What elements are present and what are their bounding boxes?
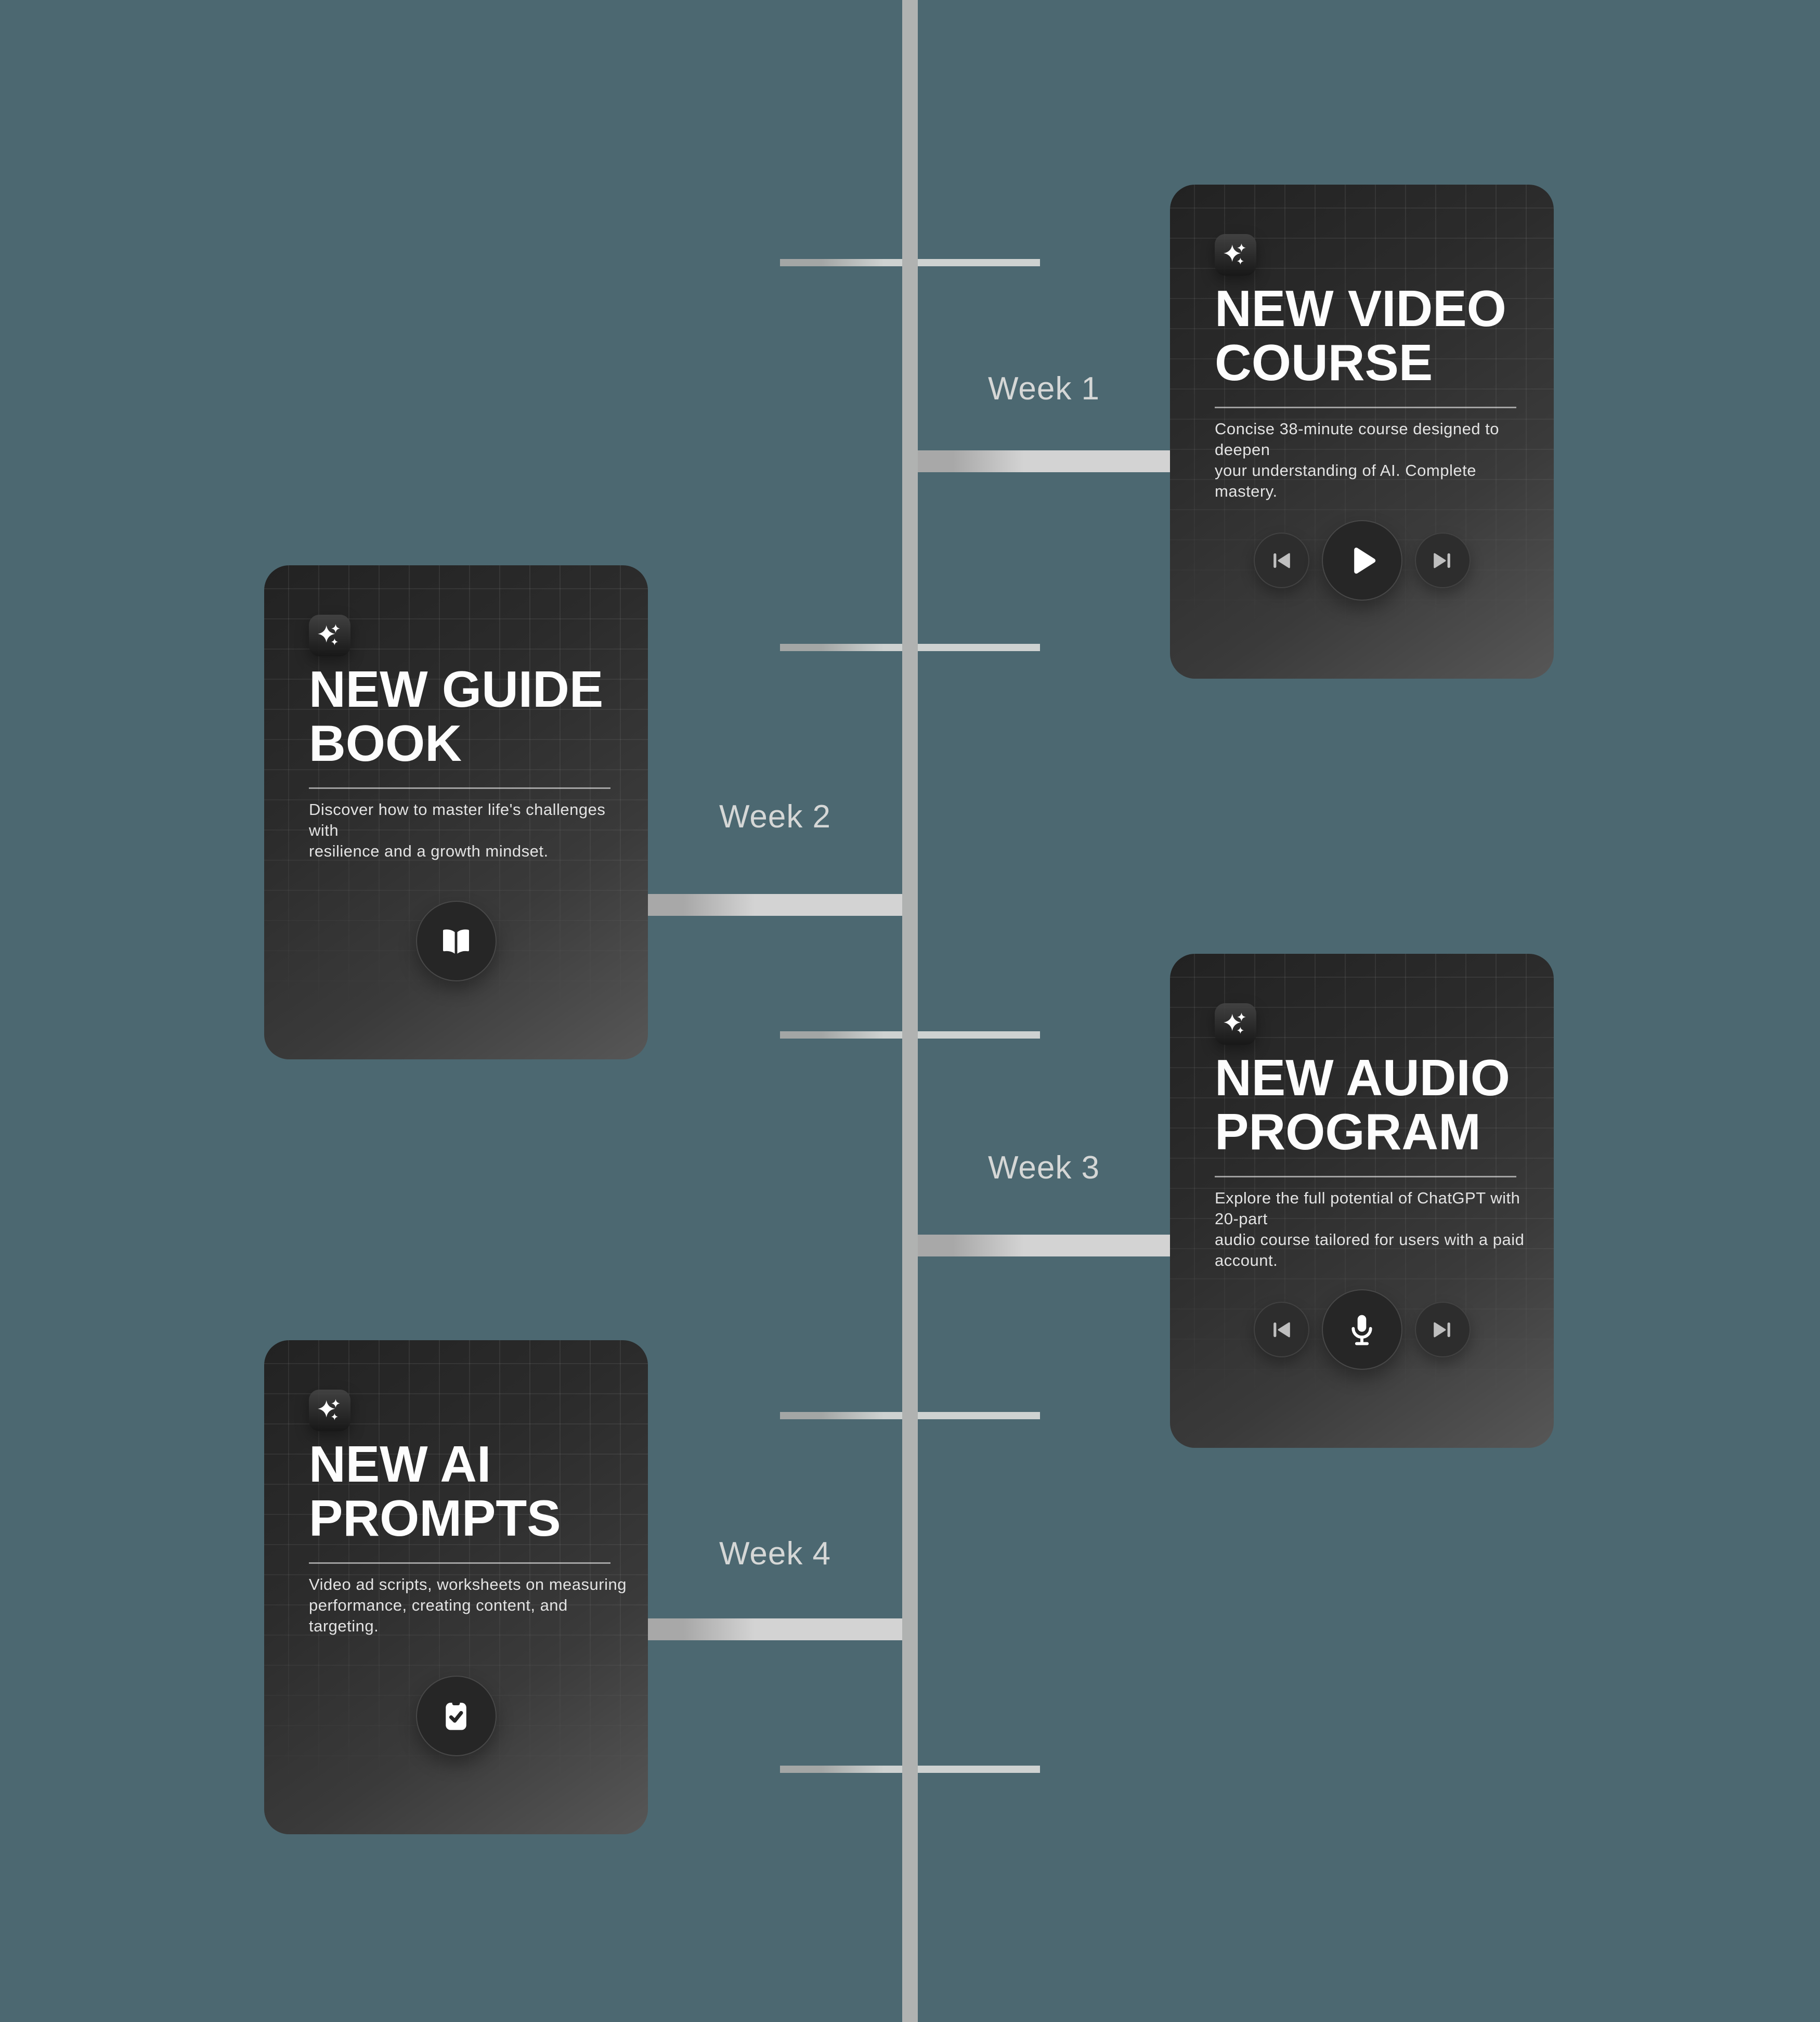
sparkles-icon xyxy=(318,624,340,645)
skip-back-button[interactable] xyxy=(1253,533,1309,588)
card-title-line1: NEW VIDEO xyxy=(1215,280,1506,337)
microphone-button[interactable] xyxy=(1321,1289,1402,1370)
card-divider xyxy=(309,787,610,789)
timeline-connector-week-3 xyxy=(918,1235,1170,1256)
sparkles-icon xyxy=(1224,243,1246,265)
sparkles-badge xyxy=(309,1390,350,1431)
card-description-line2: your understanding of AI. Complete maste… xyxy=(1215,461,1476,500)
timeline-axis xyxy=(902,0,918,2022)
week-4-label: Week 4 xyxy=(719,1536,831,1572)
week-1-label: Week 1 xyxy=(987,371,1100,407)
card-description-line1: Discover how to master life's challenges… xyxy=(309,800,606,839)
clipboard-controls xyxy=(264,1676,648,1756)
sparkles-badge xyxy=(1215,234,1256,276)
card-title: NEW AI PROMPTS xyxy=(309,1437,627,1545)
card-new-ai-prompts: NEW AI PROMPTS Video ad scripts, workshe… xyxy=(264,1340,648,1834)
card-divider xyxy=(309,1562,610,1564)
week-2-label: Week 2 xyxy=(719,799,831,835)
card-description-line2: audio course tailored for users with a p… xyxy=(1215,1230,1525,1269)
open-book-button[interactable] xyxy=(415,901,497,981)
card-new-video-course: NEW VIDEO COURSE Concise 38-minute cours… xyxy=(1170,185,1554,679)
card-title-line2: PROMPTS xyxy=(309,1489,561,1547)
card-description: Explore the full potential of ChatGPT wi… xyxy=(1215,1188,1533,1271)
skip-back-button[interactable] xyxy=(1253,1302,1309,1357)
microphone-icon xyxy=(1351,1315,1372,1345)
week-3-label: Week 3 xyxy=(987,1150,1100,1186)
play-button[interactable] xyxy=(1321,520,1402,601)
timeline-connector-week-2 xyxy=(648,894,902,916)
card-title-line2: COURSE xyxy=(1215,334,1433,391)
timeline-connector-week-1 xyxy=(918,450,1170,472)
sparkles-badge xyxy=(309,615,350,656)
player-controls xyxy=(1170,520,1554,601)
skip-back-icon xyxy=(1273,553,1290,568)
book-controls xyxy=(264,901,648,981)
clipboard-check-icon xyxy=(446,1701,466,1730)
card-title-line1: NEW AI xyxy=(309,1435,491,1493)
player-controls xyxy=(1170,1289,1554,1370)
skip-forward-button[interactable] xyxy=(1414,1302,1471,1357)
card-description: Discover how to master life's challenges… xyxy=(309,799,627,862)
skip-forward-button[interactable] xyxy=(1414,533,1471,588)
sparkles-icon xyxy=(1224,1013,1246,1034)
card-title: NEW GUIDE BOOK xyxy=(309,662,627,770)
timeline-connector-week-4 xyxy=(648,1618,902,1640)
card-new-guide-book: NEW GUIDE BOOK Discover how to master li… xyxy=(264,565,648,1059)
card-description-line1: Concise 38-minute course designed to dee… xyxy=(1215,420,1500,459)
card-description-line1: Video ad scripts, worksheets on measurin… xyxy=(309,1575,627,1593)
card-title: NEW VIDEO COURSE xyxy=(1215,281,1533,390)
sparkles-badge xyxy=(1215,1003,1256,1045)
card-title-line2: PROGRAM xyxy=(1215,1103,1481,1160)
card-title-line1: NEW AUDIO xyxy=(1215,1049,1510,1106)
card-description-line2: performance, creating content, and targe… xyxy=(309,1596,568,1635)
clipboard-check-button[interactable] xyxy=(415,1676,497,1756)
card-description-line1: Explore the full potential of ChatGPT wi… xyxy=(1215,1189,1520,1228)
sparkles-icon xyxy=(318,1399,340,1420)
skip-forward-icon xyxy=(1434,1322,1450,1337)
skip-back-icon xyxy=(1273,1322,1290,1337)
card-title-line1: NEW GUIDE xyxy=(309,660,604,718)
card-description-line2: resilience and a growth mindset. xyxy=(309,842,549,860)
card-title: NEW AUDIO PROGRAM xyxy=(1215,1051,1533,1159)
card-divider xyxy=(1215,1176,1516,1177)
card-new-audio-program: NEW AUDIO PROGRAM Explore the full poten… xyxy=(1170,954,1554,1448)
card-description: Video ad scripts, worksheets on measurin… xyxy=(309,1574,627,1637)
skip-forward-icon xyxy=(1434,553,1450,568)
card-description: Concise 38-minute course designed to dee… xyxy=(1215,419,1533,502)
play-icon xyxy=(1354,547,1376,574)
card-divider xyxy=(1215,407,1516,408)
open-book-icon xyxy=(443,929,469,954)
card-title-line2: BOOK xyxy=(309,715,462,772)
